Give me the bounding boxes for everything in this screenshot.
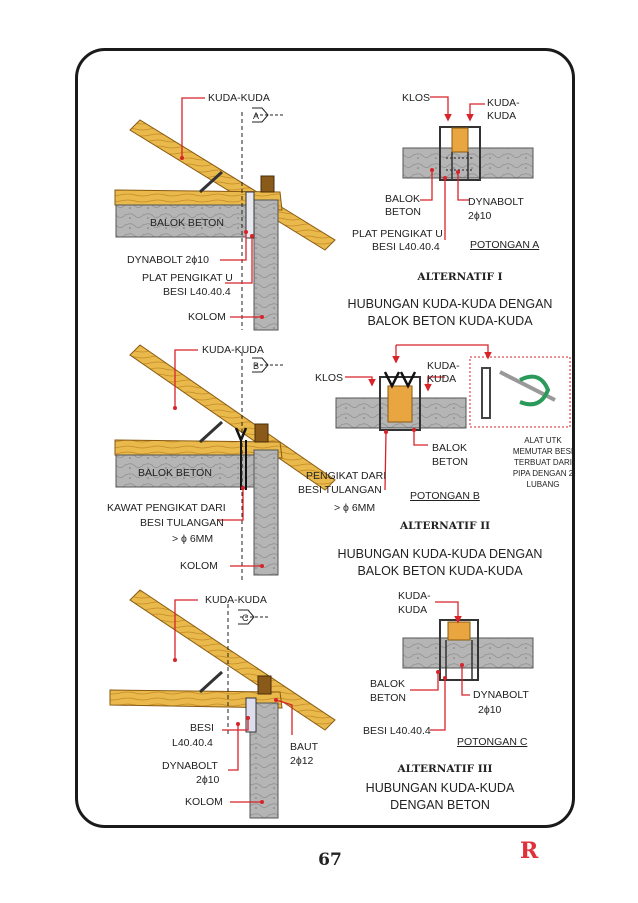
label-kolom-a: KOLOM [188, 311, 226, 323]
detail-b-peng-1: PENGIKAT DARI [306, 470, 387, 482]
section-a-detail [402, 96, 534, 240]
marker-c: C [242, 613, 249, 623]
detail-a-kuda-1: KUDA- [487, 97, 520, 109]
plate-a [245, 191, 255, 239]
title-c-2: DENGAN BETON [390, 798, 490, 812]
label-kolom-b: KOLOM [180, 560, 218, 572]
potongan-b: POTONGAN B [410, 490, 480, 502]
detail-b-balok-1: BALOK [432, 442, 468, 454]
label-besi-1: BESI [190, 722, 214, 734]
potongan-c: POTONGAN C [457, 736, 528, 748]
tool-note: ALAT UTK MEMUTAR BESI TERBUAT DARI PIPA … [496, 435, 590, 490]
klos-b [254, 423, 269, 443]
section-b-drawing [114, 344, 336, 580]
section-c-drawing [109, 589, 336, 819]
detail-a-balok-1: BALOK [385, 193, 421, 205]
detail-c-dyna-1: DYNABOLT [473, 689, 529, 701]
detail-c-balok-2: BETON [370, 692, 406, 704]
section-a-drawing [114, 97, 336, 331]
detail-c-besi: BESI L40.40.4 [363, 725, 431, 737]
label-kawat-1: KAWAT PENGIKAT DARI [107, 502, 226, 514]
column-a [253, 199, 279, 331]
detail-b-balok-2: BETON [432, 456, 468, 468]
tool-note-line-5: LUBANG [526, 480, 560, 489]
label-balok-beton-b: BALOK BETON [138, 467, 212, 479]
label-besi-2: L40.40.4 [172, 737, 213, 749]
label-kuda-kuda-c: KUDA-KUDA [205, 594, 267, 606]
marker-a: A [253, 111, 260, 121]
label-baut-1: BAUT [290, 741, 319, 753]
title-b-2: BALOK BETON KUDA-KUDA [357, 564, 523, 578]
tool-box [469, 356, 571, 428]
klos-c [257, 675, 272, 695]
strut-a [198, 170, 224, 194]
label-plat-a-1: PLAT PENGIKAT U [142, 272, 233, 284]
label-dyna-c-1: DYNABOLT [162, 760, 218, 772]
alternatif-2: ALTERNATIF II [399, 520, 491, 532]
detail-a-plat-1: PLAT PENGIKAT U [352, 228, 443, 240]
detail-b-peng-2: BESI TULANGAN [298, 484, 382, 496]
label-kawat-2: BESI TULANGAN [140, 517, 224, 529]
tool-note-line-3: TERBUAT DARI [514, 458, 572, 467]
detail-a-plat-2: BESI L40.40.4 [372, 241, 440, 253]
beam-detail-c [402, 637, 534, 669]
tool-note-line-1: ALAT UTK [524, 436, 562, 445]
label-kawat-3: > ϕ 6MM [172, 533, 214, 545]
label-balok-beton-a: BALOK BETON [150, 217, 224, 229]
detail-a-klos: KLOS [402, 92, 431, 104]
section-b-detail [335, 344, 571, 491]
column-b [253, 449, 279, 576]
detail-b-peng-3: > ϕ 6MM [334, 502, 376, 514]
title-b-1: HUBUNGAN KUDA-KUDA DENGAN [337, 547, 543, 561]
detail-a-dyna-2: 2ϕ10 [468, 210, 492, 222]
detail-a-dyna-1: DYNABOLT [468, 196, 524, 208]
beam-b [115, 454, 255, 488]
alternatif-3: ALTERNATIF III [397, 763, 493, 775]
rafter-c [129, 589, 336, 731]
detail-b-kuda-1: KUDA- [427, 360, 460, 372]
alternatif-1: ALTERNATIF I [417, 271, 503, 283]
detail-a-kuda-2: KUDA [487, 110, 517, 122]
page-number: 67 [318, 850, 342, 870]
top-plate-c [109, 689, 283, 709]
label-kuda-kuda-b: KUDA-KUDA [202, 344, 264, 356]
tool-note-line-4: PIPA DENGAN 2 [512, 469, 574, 478]
detail-c-kuda-1: KUDA- [398, 590, 431, 602]
title-a-2: BALOK BETON KUDA-KUDA [367, 314, 533, 328]
section-c-detail [402, 601, 534, 731]
label-baut-2: 2ϕ12 [290, 755, 314, 767]
label-dynabolt-a: DYNABOLT 2ϕ10 [127, 254, 209, 266]
title-c-1: HUBUNGAN KUDA-KUDA [365, 781, 515, 795]
detail-a-balok-2: BETON [385, 206, 421, 218]
detail-b-kuda-2: KUDA [427, 373, 457, 385]
tool-note-line-2: MEMUTAR BESI [512, 447, 574, 456]
detail-b-klos: KLOS [315, 372, 344, 384]
label-kuda-kuda-a: KUDA-KUDA [208, 92, 270, 104]
detail-c-balok-1: BALOK [370, 678, 406, 690]
marker-b: B [253, 361, 260, 371]
label-kolom-c: KOLOM [185, 796, 223, 808]
detail-c-dyna-2: 2ϕ10 [478, 704, 502, 716]
label-plat-a-2: BESI L40.40.4 [163, 286, 231, 298]
corner-mark: R [520, 838, 539, 864]
label-dyna-c-2: 2ϕ10 [196, 774, 220, 786]
potongan-a: POTONGAN A [470, 239, 540, 251]
detail-c-kuda-2: KUDA [398, 604, 428, 616]
title-a-1: HUBUNGAN KUDA-KUDA DENGAN [347, 297, 553, 311]
klos-a [260, 175, 275, 193]
